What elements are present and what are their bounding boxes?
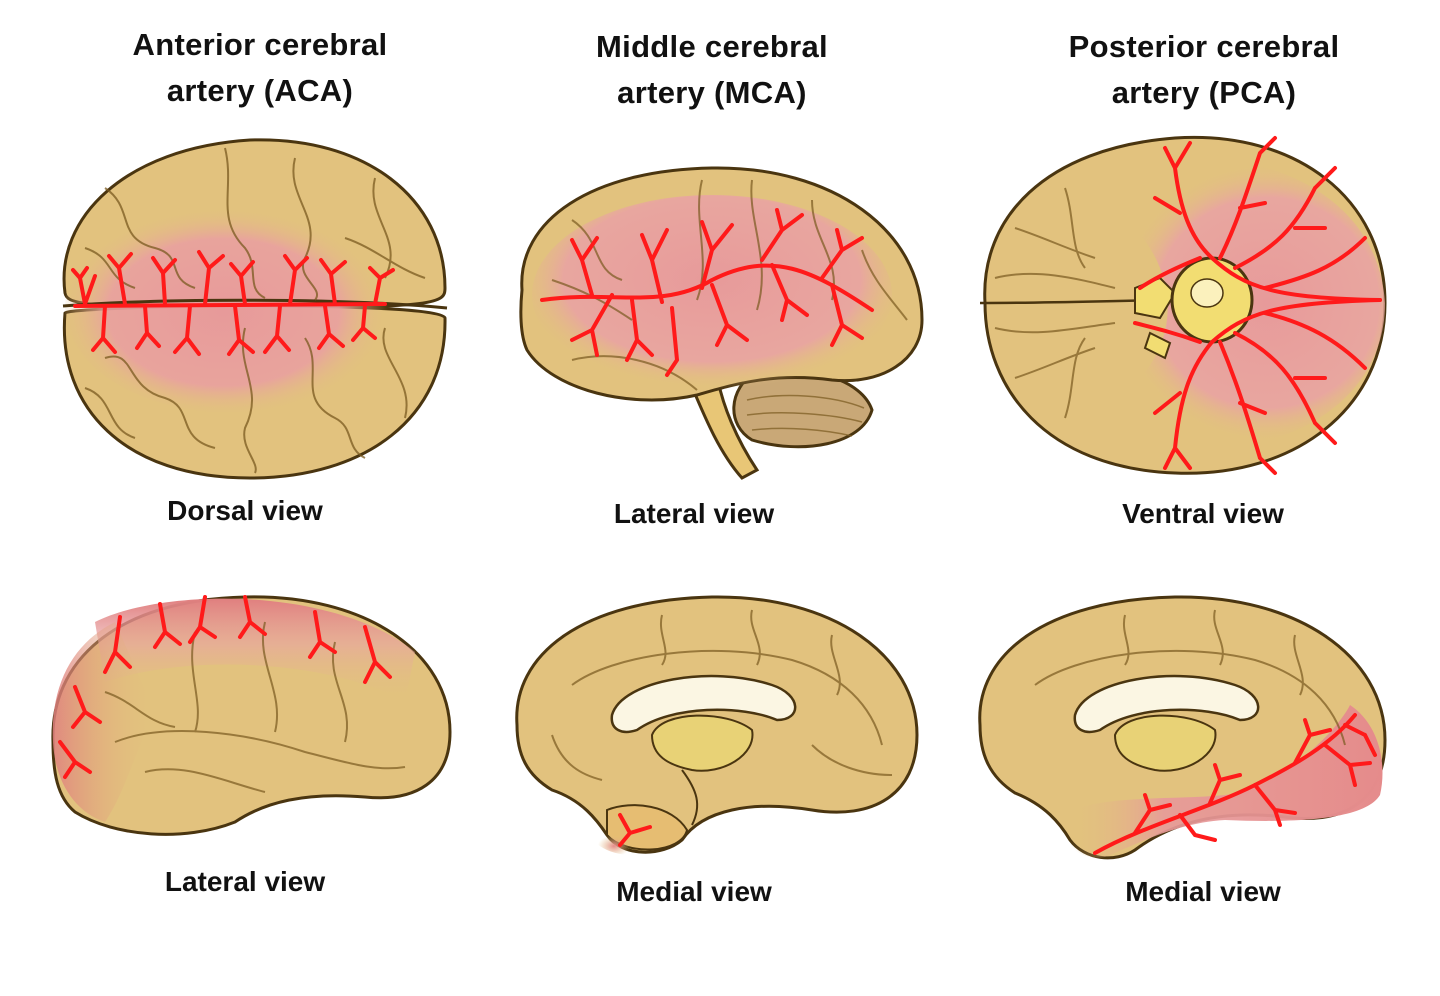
aca-title: Anterior cerebral artery (ACA) [40, 22, 480, 114]
pca-top-view-label: Ventral view [1122, 498, 1284, 529]
aca-title-line1: Anterior cerebral [132, 27, 388, 62]
aca-title-line2: artery (ACA) [166, 73, 354, 108]
pca-title-line1: Posterior cerebral [1068, 29, 1340, 64]
mca-top-view-label: Lateral view [613, 498, 775, 529]
pca-title-line2: artery (PCA) [1111, 75, 1297, 110]
aca-top-view-label: Dorsal view [167, 495, 323, 526]
mca-medial-brain-illustration [512, 595, 922, 860]
pca-medial-brain-illustration [975, 595, 1390, 865]
mca-title-line1: Middle cerebral [596, 29, 828, 64]
mca-title: Middle cerebral artery (MCA) [492, 24, 932, 116]
mca-lateral-brain-illustration [512, 160, 927, 485]
mca-bottom-view-label: Medial view [616, 876, 772, 907]
mca-title-line2: artery (MCA) [617, 75, 807, 110]
pca-title: Posterior cerebral artery (PCA) [984, 24, 1424, 116]
pca-bottom-view-label: Medial view [1125, 876, 1281, 907]
aca-dorsal-brain-illustration [45, 128, 455, 483]
aca-bottom-view-label: Lateral view [164, 866, 326, 897]
pca-ventral-brain-illustration [975, 128, 1390, 483]
aca-lateral-brain-illustration [45, 592, 455, 842]
